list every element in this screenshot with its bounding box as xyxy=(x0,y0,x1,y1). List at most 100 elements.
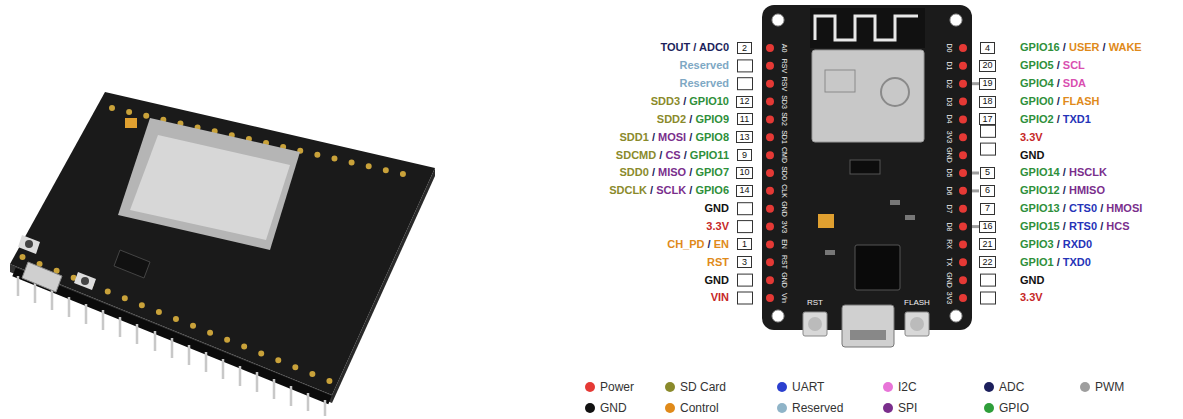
pin-label: SDCMD / CS / GPIO11 xyxy=(616,149,729,162)
label-segment: TXD1 xyxy=(1063,113,1091,125)
pin-number: 20 xyxy=(982,61,992,70)
pin-label: GND xyxy=(705,202,729,215)
label-segment: GPIO2 xyxy=(1020,113,1054,125)
label-segment: HCS xyxy=(1106,220,1129,232)
label-segment: / xyxy=(683,95,686,107)
silkscreen-label: TX xyxy=(946,258,953,267)
label-segment: / xyxy=(1057,77,1060,89)
label-segment: RXD0 xyxy=(1063,238,1092,250)
pin-number-box: 7 xyxy=(980,203,995,215)
silkscreen-label: RSV xyxy=(781,59,788,73)
label-segment: / xyxy=(1063,166,1066,178)
label-segment: SDCMD xyxy=(616,149,656,161)
label-segment: SCL xyxy=(1063,59,1085,71)
pin-number-box: 13 xyxy=(736,131,753,143)
silkscreen-label: 3V3 xyxy=(946,292,953,304)
label-segment: GPIO4 xyxy=(1020,77,1054,89)
silkscreen-label: Vin xyxy=(781,293,788,303)
label-segment: GPIO10 xyxy=(689,95,729,107)
pin-number: 6 xyxy=(985,186,990,195)
nodemcu-board xyxy=(762,5,972,347)
pin-number-box: 11 xyxy=(737,113,753,125)
label-segment: GND xyxy=(1020,149,1044,161)
pin-number: 9 xyxy=(742,151,747,160)
label-segment: GPIO3 xyxy=(1020,238,1054,250)
label-segment: / xyxy=(1063,184,1066,196)
pin-label: GPIO14 / HSCLK xyxy=(1020,166,1107,179)
silkscreen-label: EN xyxy=(781,240,788,250)
silkscreen-label: D2 xyxy=(946,79,953,88)
button-label: FLASH xyxy=(904,299,930,307)
label-segment: GPIO7 xyxy=(695,166,729,178)
label-segment: GPIO11 xyxy=(690,149,729,161)
legend-text: GPIO xyxy=(999,401,1029,415)
label-segment: / xyxy=(652,166,655,178)
label-segment: GPIO12 xyxy=(1020,184,1060,196)
pin-number-box: 5 xyxy=(980,167,995,179)
pin-number-box: 12 xyxy=(736,96,753,108)
legend-text: SPI xyxy=(898,401,917,415)
pin-number-box: 6 xyxy=(980,185,995,197)
pin-label: SDD2 / GPIO9 xyxy=(657,113,729,126)
pin-label: GPIO12 / HMISO xyxy=(1020,184,1105,197)
pin-number-box: 17 xyxy=(979,113,996,125)
silkscreen-label: SD0 xyxy=(781,166,788,180)
label-segment: / xyxy=(1063,202,1066,214)
label-segment: TXD0 xyxy=(1063,256,1091,268)
empty-pin-boxes xyxy=(738,60,996,304)
label-segment: Reserved xyxy=(679,77,729,89)
pin-number: 10 xyxy=(739,168,749,177)
pin-number: 4 xyxy=(985,44,990,53)
pin-number-box: 1 xyxy=(737,238,752,250)
silkscreen-label: CMD xyxy=(781,147,788,163)
label-segment: 3.3V xyxy=(1020,291,1043,303)
pin-number: 19 xyxy=(982,79,992,88)
silkscreen-label: GND xyxy=(946,272,953,288)
label-segment: / xyxy=(708,238,711,250)
silkscreen-label: D0 xyxy=(946,44,953,53)
label-segment: / xyxy=(1057,59,1060,71)
pin-number: 22 xyxy=(982,258,992,267)
label-segment: / xyxy=(1057,95,1060,107)
label-segment: / xyxy=(1057,238,1060,250)
silkscreen-label: CLK xyxy=(781,184,788,198)
label-segment: GPIO6 xyxy=(695,184,729,196)
silkscreen-label: SD3 xyxy=(781,95,788,109)
label-segment: VIN xyxy=(711,291,729,303)
legend-text: UART xyxy=(792,380,824,394)
label-segment: GPIO8 xyxy=(695,131,729,143)
pin-label: GND xyxy=(1020,274,1044,287)
legend-swatch xyxy=(665,382,675,392)
pin-label: GPIO2 / TXD1 xyxy=(1020,113,1091,126)
button-label: RST xyxy=(807,299,823,307)
legend-text: PWM xyxy=(1095,380,1124,394)
pin-number: 14 xyxy=(739,186,749,195)
silkscreen-label: RSV xyxy=(781,77,788,91)
silkscreen-label: D4 xyxy=(946,115,953,124)
silkscreen-label: 3V3 xyxy=(781,220,788,232)
pin-label: GPIO16 / USER / WAKE xyxy=(1020,41,1142,54)
pin-label: GPIO3 / RXD0 xyxy=(1020,238,1092,251)
label-segment: / xyxy=(1103,41,1106,53)
pin-number: 11 xyxy=(740,115,749,124)
label-segment: / xyxy=(689,184,692,196)
label-segment: / xyxy=(689,131,692,143)
pin-number: 3 xyxy=(742,258,747,267)
silkscreen-label: RX xyxy=(946,240,953,250)
silkscreen-label: D6 xyxy=(946,186,953,195)
pin-label: VIN xyxy=(711,291,729,304)
legend-swatch xyxy=(984,382,994,392)
pin-label: Reserved xyxy=(679,77,729,90)
pin-label: GPIO15 / RTS0 / HCS xyxy=(1020,220,1129,233)
label-segment: CS xyxy=(665,149,680,161)
legend-text: Control xyxy=(680,401,719,415)
label-segment: / xyxy=(659,149,662,161)
silkscreen-label: D7 xyxy=(946,204,953,213)
legend-swatch xyxy=(777,382,787,392)
label-segment: MOSI xyxy=(658,131,686,143)
silkscreen-label: D8 xyxy=(946,222,953,231)
legend-text: Reserved xyxy=(792,401,843,415)
silkscreen-label: SD2 xyxy=(781,113,788,127)
pin-label: SDCLK / SCLK / GPIO6 xyxy=(609,184,729,197)
